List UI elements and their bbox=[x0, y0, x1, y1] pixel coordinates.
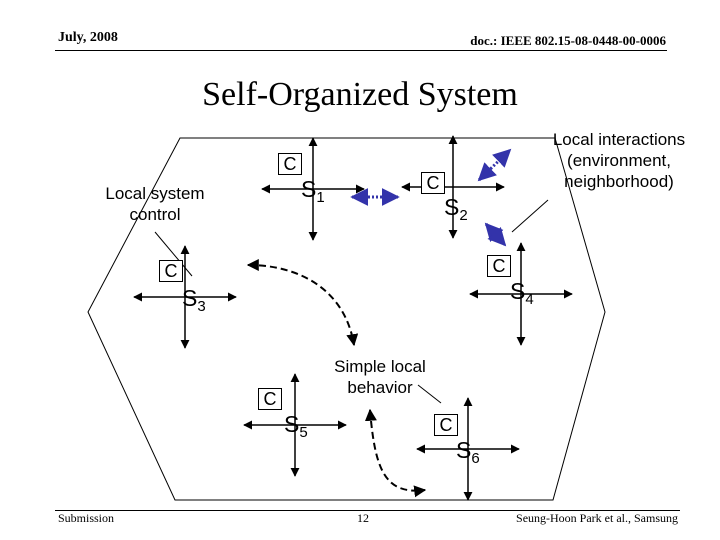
node-s5-controller: C bbox=[258, 388, 282, 410]
simple-local-behavior-label: Simple local behavior bbox=[334, 357, 426, 397]
node-s4-label: S4 bbox=[510, 278, 534, 308]
footer-submission: Submission bbox=[58, 511, 115, 525]
callout-local-control bbox=[154, 231, 193, 277]
header-divider bbox=[55, 50, 667, 51]
callout-local-interactions bbox=[511, 199, 549, 233]
header-doc-id: doc.: IEEE 802.15-08-0448-00-0006 bbox=[470, 33, 666, 48]
local-interactions-label: Local interactions (environment, neighbo… bbox=[552, 130, 686, 191]
node-s3-controller: C bbox=[159, 260, 183, 282]
node-s3-arrows bbox=[133, 245, 237, 349]
node-s4-arrows bbox=[469, 242, 573, 346]
node-s6-label: S6 bbox=[456, 437, 480, 467]
node-s2-label: S2 bbox=[444, 194, 468, 224]
node-s1-label: S1 bbox=[301, 176, 325, 206]
node-s3-label: S3 bbox=[182, 285, 206, 315]
interaction-s2-s4 bbox=[484, 222, 507, 247]
node-s1-controller: C bbox=[278, 153, 302, 175]
node-s6-controller: C bbox=[434, 414, 458, 436]
header-date: July, 2008 bbox=[58, 30, 118, 45]
behavior-curve-s5-s6 bbox=[364, 408, 427, 498]
node-s5-arrows bbox=[243, 373, 347, 477]
local-system-control-label: Local system control bbox=[105, 184, 205, 224]
node-s2-controller: C bbox=[421, 172, 445, 194]
footer-page-number: 12 bbox=[357, 511, 369, 525]
node-s4-controller: C bbox=[487, 255, 511, 277]
interaction-s2-environment bbox=[477, 148, 512, 182]
footer-author: Seung-Hoon Park et al., Samsung bbox=[516, 511, 678, 525]
behavior-curve-s3-s5 bbox=[246, 259, 359, 347]
callout-simple-behavior bbox=[417, 384, 442, 404]
slide-title: Self-Organized System bbox=[202, 76, 518, 113]
footer-divider bbox=[55, 510, 680, 511]
environment-hexagon bbox=[87, 137, 606, 501]
node-s5-label: S5 bbox=[284, 411, 308, 441]
